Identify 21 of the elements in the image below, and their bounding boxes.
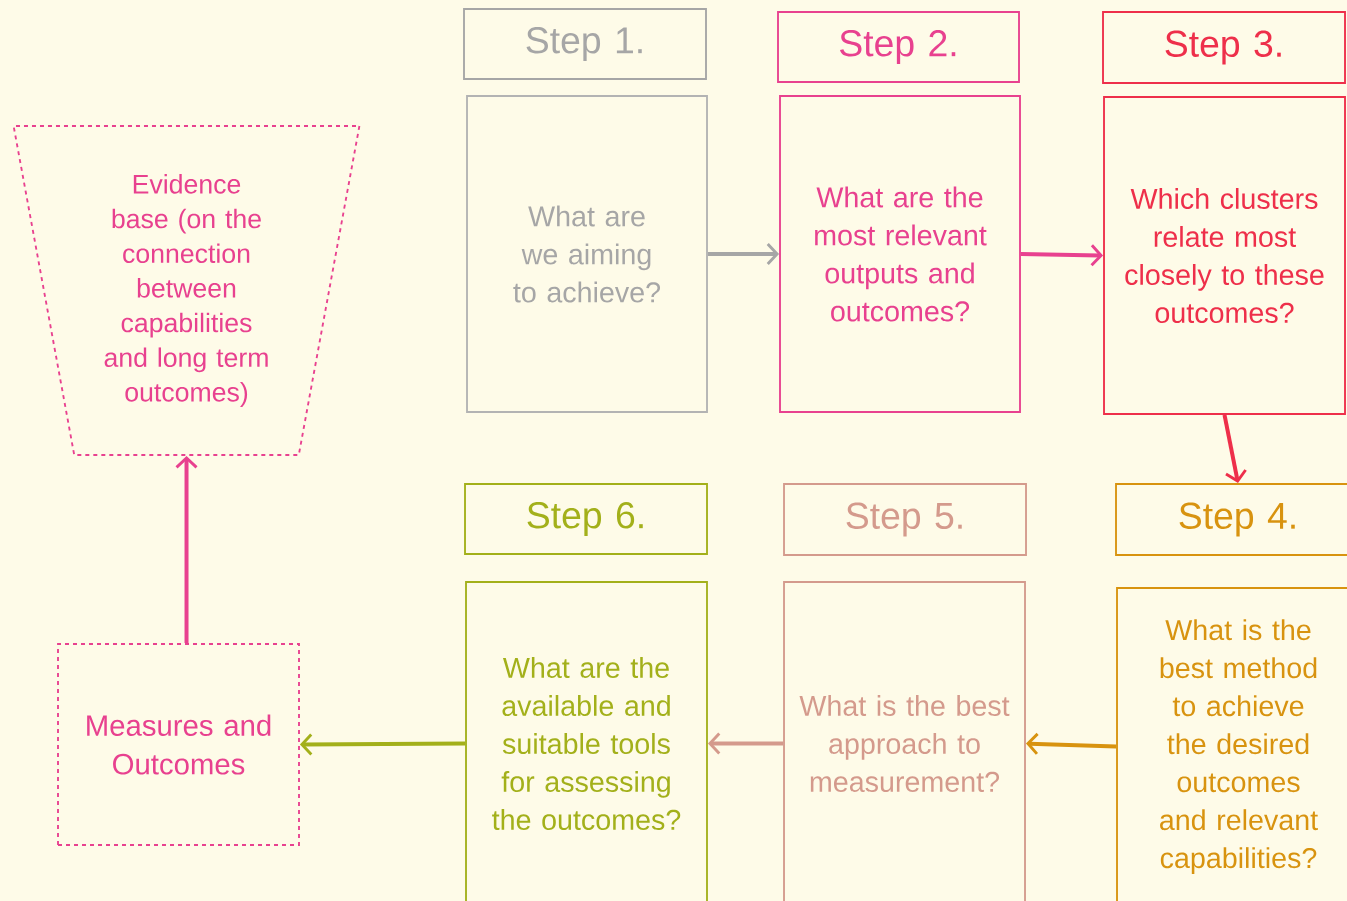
arrow: [299, 733, 466, 756]
question-box: Which clusters relate most closely to these outcomes?: [1103, 96, 1346, 415]
question-box: What are we aiming to achieve?: [466, 95, 708, 413]
arrow: [707, 243, 780, 265]
arrow: [1222, 414, 1247, 484]
question-box: What is the best method to achieve the desired outcomes and relevant capabilities?: [1116, 587, 1347, 901]
question-box: What are the most relevant outputs and outcomes?: [779, 95, 1021, 413]
arrow: [707, 732, 784, 755]
question-box: What is the best approach to measurement?: [783, 581, 1026, 901]
step-box: Step 1.: [463, 8, 707, 80]
step-box: Step 6.: [464, 483, 708, 555]
step-box: Step 3.: [1102, 11, 1346, 84]
question-box: What are the available and suitable tools for assessing the outcomes?: [465, 581, 708, 901]
arrow: [1025, 732, 1117, 755]
step-box: Step 2.: [777, 11, 1020, 83]
step-box: Step 4.: [1115, 483, 1347, 556]
arrow: [175, 456, 198, 644]
trapezoid-box: Evidence base (on the connection between capabilities and long term outcomes): [12, 125, 361, 456]
step-box: Step 5.: [783, 483, 1027, 556]
arrow: [1020, 244, 1104, 267]
dashed-box: Measures and Outcomes: [57, 643, 300, 846]
